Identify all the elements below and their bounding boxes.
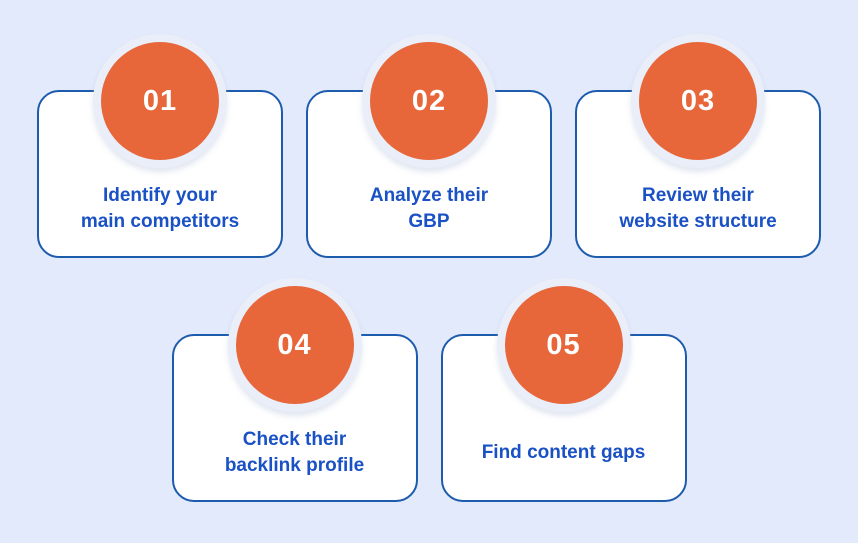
- step-label: Check their backlink profile: [224, 429, 365, 476]
- step-number-circle: 05: [504, 286, 623, 404]
- step-number-badge: 03: [631, 34, 765, 168]
- step-number: 03: [680, 84, 716, 117]
- step-label: Review their website structure: [619, 185, 777, 232]
- step-number-badge: 04: [227, 278, 362, 412]
- step-number-badge: 02: [362, 34, 496, 168]
- steps-row-bottom: Check their backlink profile 04 Find con…: [0, 278, 858, 502]
- steps-row-top: Identify your main competitors 01 Analyz…: [0, 0, 858, 258]
- step-number: 01: [142, 84, 178, 117]
- step-label: Analyze their GBP: [369, 185, 489, 232]
- step-number-circle: 02: [370, 42, 488, 160]
- step-number: 05: [546, 328, 581, 361]
- step-3: Review their website structure 03: [575, 34, 821, 258]
- step-number-badge: 01: [93, 34, 227, 168]
- step-number-circle: 01: [101, 42, 219, 160]
- step-5: Find content gaps 05: [440, 278, 687, 502]
- step-label: Find content gaps: [481, 442, 646, 463]
- step-number: 02: [411, 84, 447, 117]
- step-number-circle: 03: [639, 42, 757, 160]
- step-number-badge: 05: [496, 278, 631, 412]
- step-1: Identify your main competitors 01: [37, 34, 283, 258]
- step-label: Identify your main competitors: [80, 185, 240, 232]
- step-4: Check their backlink profile 04: [171, 278, 418, 502]
- step-number-circle: 04: [235, 286, 354, 404]
- step-number: 04: [277, 328, 312, 361]
- step-2: Analyze their GBP 02: [306, 34, 552, 258]
